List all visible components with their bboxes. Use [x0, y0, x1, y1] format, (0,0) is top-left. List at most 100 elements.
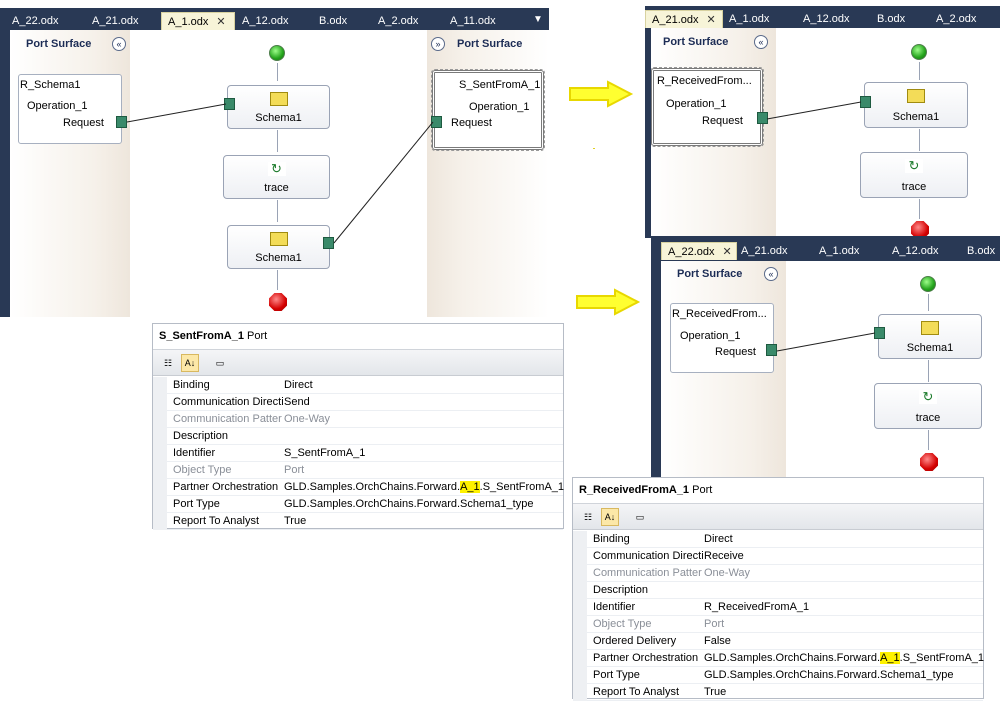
shape-label: Schema1	[906, 342, 954, 354]
port-r-receivedfrom[interactable]: R_ReceivedFrom... Operation_1 Request	[651, 67, 764, 147]
row-gutter	[573, 565, 587, 582]
receive-shape[interactable]: Schema1	[227, 85, 330, 129]
tab-b[interactable]: B.odx	[967, 245, 996, 257]
property-value[interactable]: Direct	[704, 533, 733, 545]
property-value[interactable]: R_ReceivedFromA_1	[704, 601, 810, 613]
property-value[interactable]: Send	[284, 396, 310, 408]
property-pages-icon[interactable]: ▭	[215, 358, 225, 368]
tab-a1[interactable]: A_1.odx	[819, 245, 860, 257]
property-row[interactable]: Description	[573, 582, 983, 599]
tab-a2[interactable]: A_2.odx	[378, 15, 419, 27]
property-row[interactable]: Description	[153, 428, 563, 445]
expand-right-icon[interactable]: »	[431, 37, 445, 51]
tab-a12[interactable]: A_12.odx	[803, 13, 850, 25]
property-value[interactable]: GLD.Samples.OrchChains.Forward.Schema1_t…	[284, 498, 534, 510]
port-r-schema1[interactable]: R_Schema1 Operation_1 Request	[18, 74, 122, 144]
collapse-left-icon[interactable]: «	[112, 37, 126, 51]
shape-label: Schema1	[255, 252, 302, 264]
tab-a2[interactable]: A_2.odx	[936, 13, 977, 25]
collapse-left-icon[interactable]: «	[764, 267, 778, 281]
port-r-receivedfrom[interactable]: R_ReceivedFrom... Operation_1 Request	[670, 303, 774, 373]
property-value[interactable]: One-Way	[704, 567, 751, 579]
port-operation: Operation_1	[27, 100, 88, 112]
port-operation: Operation_1	[469, 101, 530, 113]
tab-a21[interactable]: A_21.odx	[92, 15, 139, 27]
property-value[interactable]: GLD.Samples.OrchChains.Forward.A_1.S_Sen…	[704, 650, 984, 666]
port-connector[interactable]	[757, 112, 768, 124]
shape-connector[interactable]	[323, 237, 334, 249]
row-gutter	[573, 548, 587, 565]
value-suffix: .S_SentFromA_1	[899, 652, 985, 664]
expression-shape[interactable]: ↻ trace	[860, 152, 968, 198]
property-row[interactable]: Object Type Port	[573, 616, 983, 633]
port-connector[interactable]	[116, 116, 127, 128]
tab-a11[interactable]: A_11.odx	[450, 15, 496, 27]
row-gutter	[573, 633, 587, 650]
tab-a1[interactable]: A_1.odx✕	[161, 12, 235, 30]
property-pages-icon[interactable]: ▭	[635, 512, 645, 522]
tab-b[interactable]: B.odx	[877, 13, 906, 25]
property-value[interactable]: Port	[284, 464, 305, 476]
receive-shape[interactable]: Schema1	[864, 82, 968, 128]
property-value[interactable]: GLD.Samples.OrchChains.Forward.Schema1_t…	[704, 669, 954, 681]
tab-b[interactable]: B.odx	[319, 15, 348, 27]
close-icon[interactable]: ✕	[216, 16, 226, 28]
port-binding-lines	[126, 103, 434, 244]
close-icon[interactable]: ✕	[722, 246, 732, 258]
property-value[interactable]: One-Way	[284, 413, 331, 425]
property-name: Object Type	[593, 618, 652, 630]
receive-shape[interactable]: Schema1	[878, 314, 982, 359]
tab-a21[interactable]: A_21.odx	[741, 245, 788, 257]
port-connector[interactable]	[431, 116, 442, 128]
property-value[interactable]: False	[704, 635, 731, 647]
property-row[interactable]: Report To Analyst True	[573, 684, 983, 701]
port-s-sentfroma1[interactable]: S_SentFromA_1 Operation_1 Request	[431, 69, 545, 151]
expression-shape[interactable]: ↻ trace	[223, 155, 330, 199]
tab-a22[interactable]: A_22.odx	[12, 15, 59, 27]
value-highlight: A_1	[880, 652, 900, 664]
categorized-icon[interactable]: ☷	[163, 358, 173, 368]
property-value[interactable]: Direct	[284, 379, 313, 391]
tab-a12[interactable]: A_12.odx	[892, 245, 939, 257]
categorized-icon[interactable]: ☷	[583, 512, 593, 522]
alphabetical-icon[interactable]: A↓	[181, 354, 199, 372]
start-shape	[920, 276, 936, 292]
tab-dropdown-icon[interactable]: ▼	[533, 14, 543, 25]
property-value[interactable]: True	[704, 686, 727, 698]
tab-a22[interactable]: A_22.odx✕	[661, 242, 737, 260]
property-name: Report To Analyst	[593, 686, 680, 698]
property-value[interactable]: GLD.Samples.OrchChains.Forward.A_1.S_Sen…	[284, 479, 564, 495]
port-connector[interactable]	[766, 344, 777, 356]
property-value[interactable]: True	[284, 515, 307, 527]
property-value[interactable]: Receive	[704, 550, 744, 562]
row-gutter	[153, 411, 167, 428]
alphabetical-icon[interactable]: A↓	[601, 508, 619, 526]
collapse-left-icon[interactable]: «	[754, 35, 768, 49]
expression-shape[interactable]: ↻ trace	[874, 383, 982, 429]
tab-a12[interactable]: A_12.odx	[242, 15, 289, 27]
tab-a21[interactable]: A_21.odx✕	[645, 10, 723, 28]
shape-label: trace	[264, 182, 289, 194]
close-icon[interactable]: ✕	[706, 14, 716, 26]
tab-a1[interactable]: A_1.odx	[729, 13, 770, 25]
end-shape	[920, 453, 938, 471]
property-value[interactable]: Port	[704, 618, 725, 630]
property-value[interactable]: S_SentFromA_1	[284, 447, 366, 459]
row-gutter	[573, 599, 587, 616]
flow-line	[277, 270, 278, 290]
